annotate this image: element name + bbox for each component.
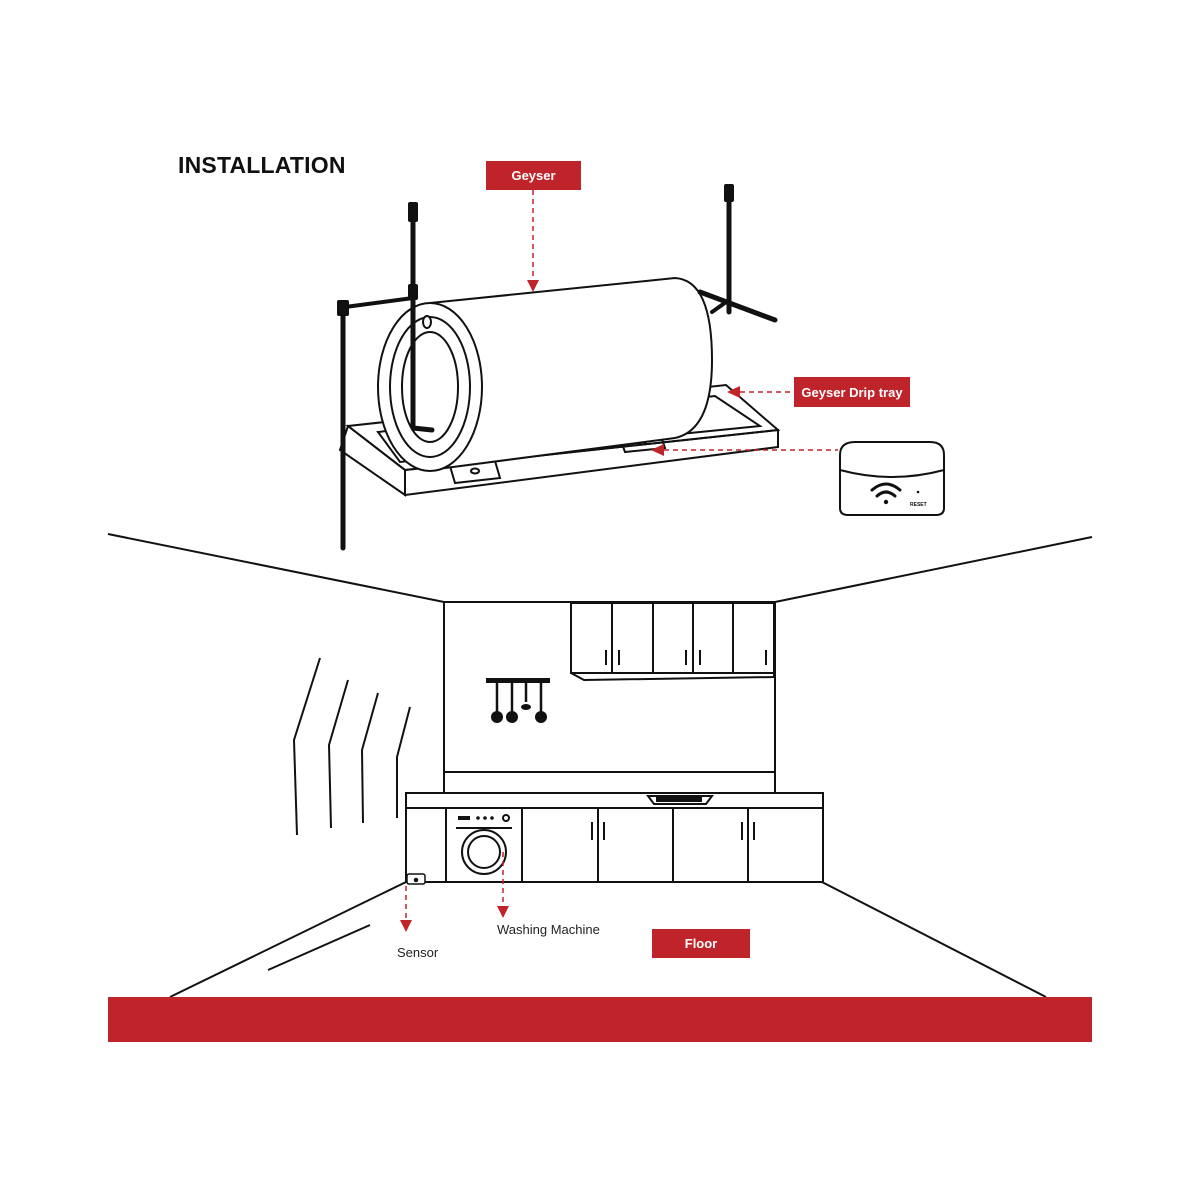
page-title: INSTALLATION [178,152,346,178]
callout-arrowheads-top [527,280,740,456]
upper-cabinets [570,602,775,682]
counter [405,792,824,883]
reset-dot [916,490,920,494]
geyser-tank [377,276,714,472]
wifi-icon [870,482,902,505]
geyser-label: Geyser [486,161,581,190]
sensor-label: Sensor [397,945,439,960]
callout-arrowheads-bottom [400,906,509,932]
window-lines [292,657,411,836]
floor-band [108,997,1092,1042]
wifi-hub [839,441,945,516]
drip-tray-label: Geyser Drip tray [794,377,910,407]
sensor-device [406,873,426,885]
geyser-pipes [337,184,778,551]
washing-machine-label: Washing Machine [497,922,600,937]
callout-arrows-top [532,190,838,451]
hub-reset-label: RESET [910,502,927,508]
floor-label: Floor [652,929,750,958]
washing-machine [456,814,512,875]
callout-arrows-bottom [405,852,504,920]
utensil-rack [486,678,550,723]
